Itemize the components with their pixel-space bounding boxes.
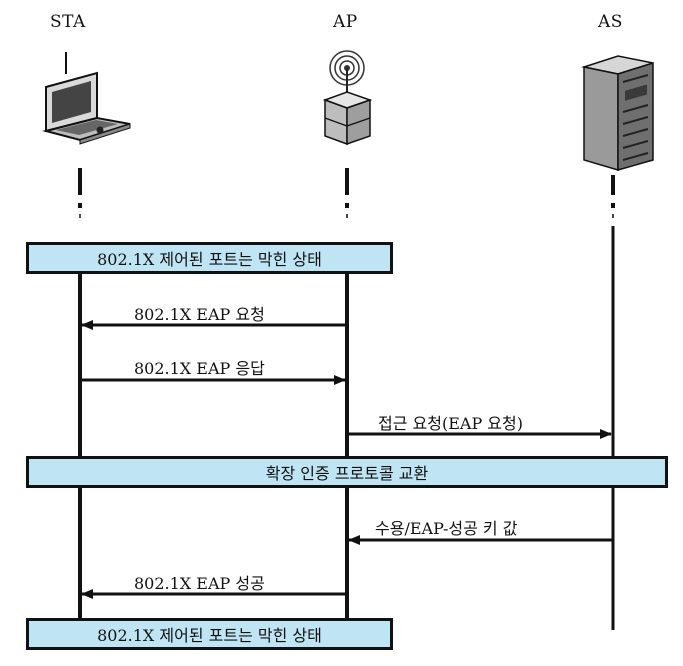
message-eap-success: 802.1X EAP 성공	[134, 574, 265, 593]
lane-header-as: AS	[598, 12, 623, 32]
message-accept-key: 수용/EAP-성공 키 값	[375, 519, 518, 538]
laptop-icon	[42, 52, 131, 145]
message-eap-request: 802.1X EAP 요청	[134, 305, 265, 324]
lane-header-ap: AP	[333, 12, 358, 32]
state-box-port-blocked-bottom: 802.1X 제어된 포트는 막힌 상태	[26, 618, 393, 650]
message-access-request: 접근 요청(EAP 요청)	[378, 414, 523, 433]
state-box-port-blocked-top: 802.1X 제어된 포트는 막힌 상태	[26, 242, 393, 274]
access-point-icon	[322, 50, 373, 146]
server-icon	[581, 55, 654, 172]
state-box-eap-exchange: 확장 인증 프로토콜 교환	[26, 456, 668, 488]
lane-header-sta: STA	[50, 12, 86, 32]
message-eap-response: 802.1X EAP 응답	[134, 359, 265, 378]
